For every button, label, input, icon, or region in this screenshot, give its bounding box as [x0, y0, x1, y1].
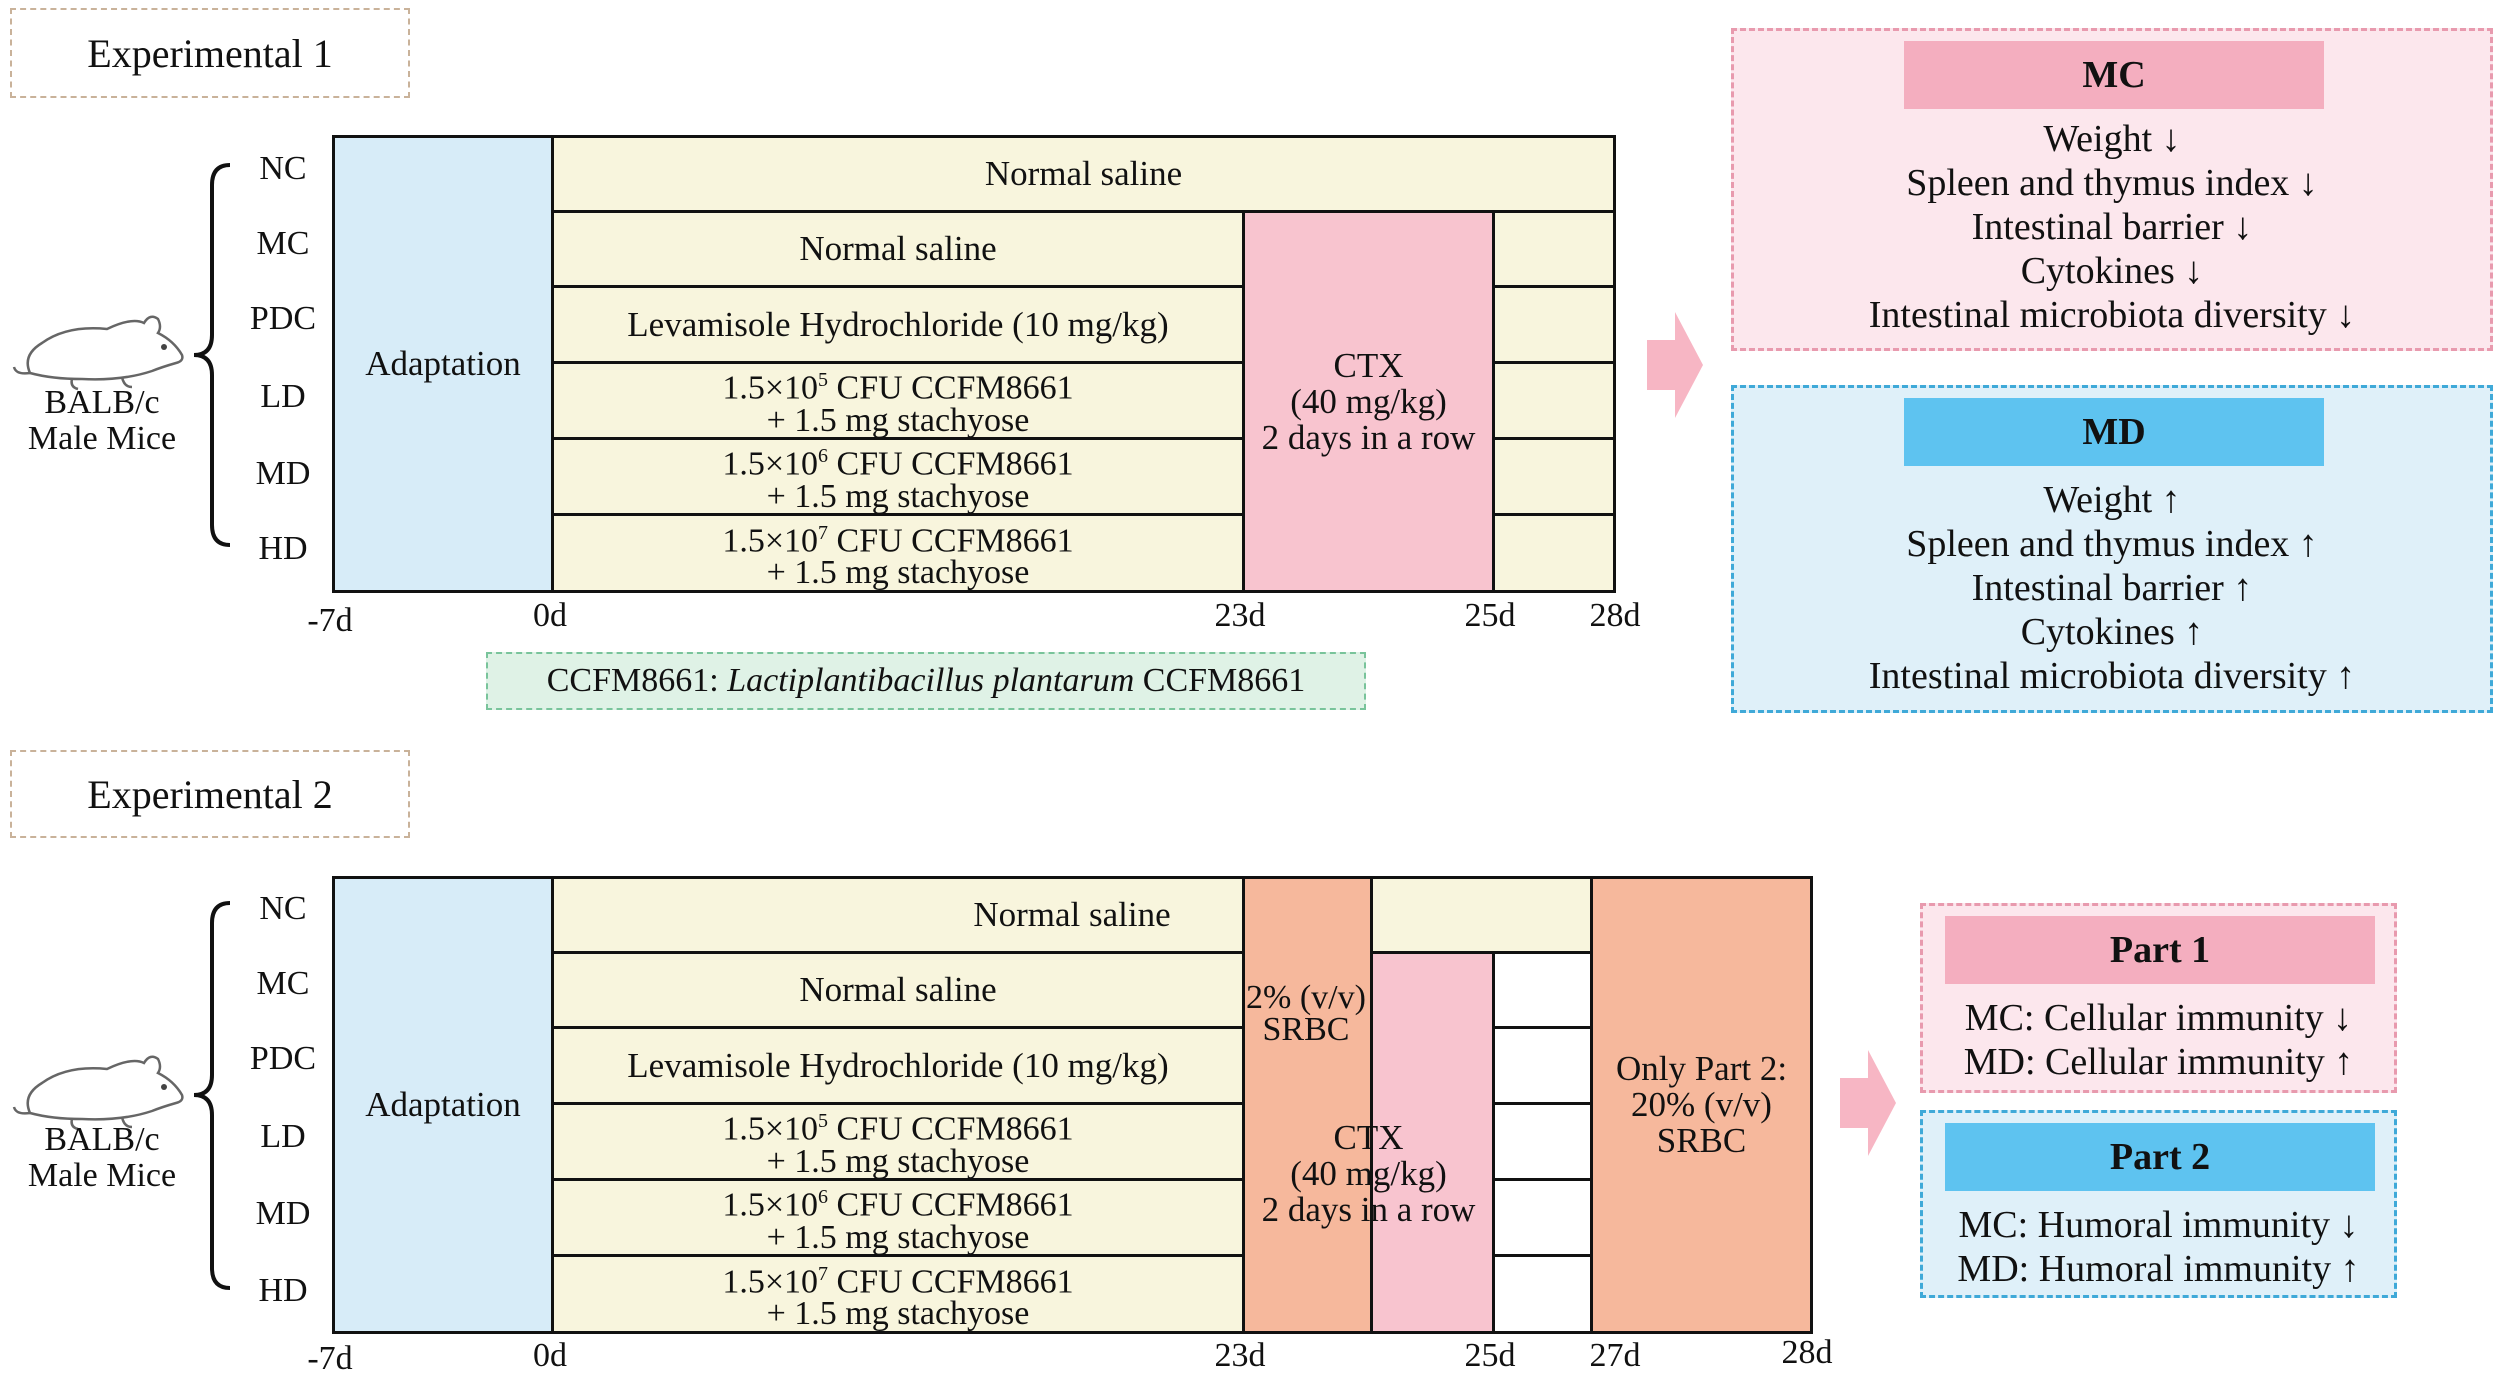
result-arrow-icon: [1840, 1050, 1896, 1156]
group-label-hd: HD: [258, 530, 308, 567]
group-brace: [193, 901, 231, 1290]
panel-md-title: MD: [1904, 398, 2324, 466]
panel-md: MD Weight ↑ Spleen and thymus index ↑ In…: [1731, 385, 2493, 713]
pdc-treatment: Levamisole Hydrochloride (10 mg/kg): [554, 288, 1242, 364]
group-label-md: MD: [255, 1195, 311, 1232]
group-label-mc: MC: [256, 965, 310, 1002]
mc-treatment: Normal saline: [554, 213, 1242, 288]
result-arrow-icon: [1647, 312, 1703, 418]
list-item: Spleen and thymus index ↑: [1906, 523, 2318, 565]
srbc-2pct-block: [1242, 879, 1370, 1331]
group-label-pdc: PDC: [249, 1040, 317, 1077]
panel-part2-title: Part 2: [1945, 1123, 2375, 1191]
tail-row-divider: [1495, 1254, 1590, 1257]
mouse-icon: [12, 315, 184, 391]
day-label: 25d: [1464, 1337, 1516, 1374]
tail-row-divider: [1495, 361, 1613, 364]
group-label-nc: NC: [259, 150, 307, 187]
list-item: Weight ↓: [2043, 118, 2181, 160]
day-label: 25d: [1464, 597, 1516, 634]
panel-part2: Part 2 MC: Humoral immunity ↓ MD: Humora…: [1920, 1110, 2397, 1298]
group-label-pdc: PDC: [249, 300, 317, 337]
day-label: 0d: [533, 1337, 567, 1374]
list-item: Intestinal microbiota diversity ↑: [1868, 655, 2356, 697]
list-item: MC: Humoral immunity ↓: [1958, 1204, 2359, 1246]
mouse-sex: Male Mice: [27, 420, 177, 457]
list-item: Weight ↑: [2043, 479, 2181, 521]
ctx-block: [1370, 951, 1495, 1331]
md-treatment: 1.5×106 CFU CCFM8661+ 1.5 mg stachyose: [554, 1181, 1242, 1257]
panel-md-list: Weight ↑ Spleen and thymus index ↑ Intes…: [1734, 478, 2490, 698]
panel-part1: Part 1 MC: Cellular immunity ↓ MD: Cellu…: [1920, 903, 2397, 1093]
tail-row-divider: [1495, 1102, 1590, 1105]
mouse-strain: BALB/c: [44, 384, 160, 421]
exp1-timeline: Adaptation Normal saline Normal saline L…: [332, 135, 1616, 593]
part2-srbc-block: Only Part 2:20% (v/v)SRBC: [1590, 879, 1810, 1331]
list-item: Cytokines ↓: [2020, 250, 2204, 292]
day-label: 27d: [1589, 1337, 1641, 1374]
day-label: -7d: [307, 602, 353, 639]
ld-treatment: 1.5×105 CFU CCFM8661+ 1.5 mg stachyose: [554, 364, 1242, 440]
list-item: Spleen and thymus index ↓: [1906, 162, 2318, 204]
list-item: MD: Cellular immunity ↑: [1963, 1041, 2354, 1083]
tail-row-divider: [1495, 437, 1613, 440]
md-treatment: 1.5×106 CFU CCFM8661+ 1.5 mg stachyose: [554, 440, 1242, 516]
group-label-ld: LD: [260, 1118, 306, 1155]
list-item: MD: Humoral immunity ↑: [1957, 1248, 2360, 1290]
adaptation-block: Adaptation: [335, 879, 554, 1331]
day-label: 23d: [1214, 1337, 1266, 1374]
ctx-block: CTX(40 mg/kg)2 days in a row: [1242, 213, 1495, 590]
group-label-ld: LD: [260, 378, 306, 415]
panel-mc-list: Weight ↓ Spleen and thymus index ↓ Intes…: [1734, 117, 2490, 337]
day-label: 28d: [1781, 1334, 1833, 1371]
tail-row-divider: [1495, 951, 1590, 954]
mc-treatment: Normal saline: [554, 954, 1242, 1029]
strain-note: CCFM8661: Lactiplantibacillus plantarum …: [486, 652, 1366, 710]
panel-part2-list: MC: Humoral immunity ↓ MD: Humoral immun…: [1923, 1203, 2394, 1291]
panel-part1-title: Part 1: [1945, 916, 2375, 984]
hd-treatment: 1.5×107 CFU CCFM8661+ 1.5 mg stachyose: [554, 1257, 1242, 1331]
tail-row-divider: [1495, 285, 1613, 288]
mouse-icon: [12, 1055, 184, 1131]
hd-treatment: 1.5×107 CFU CCFM8661+ 1.5 mg stachyose: [554, 516, 1242, 590]
list-item: Intestinal microbiota diversity ↓: [1868, 294, 2356, 336]
ctx-label: CTX(40 mg/kg)2 days in a row: [1261, 1118, 1476, 1229]
panel-part1-list: MC: Cellular immunity ↓ MD: Cellular imm…: [1923, 996, 2394, 1084]
group-label-md: MD: [255, 455, 311, 492]
nc-treatment: Normal saline: [554, 879, 1590, 954]
group-brace: [193, 163, 231, 547]
exp2-mouse-label: BALB/c Male Mice: [2, 1122, 202, 1194]
exp2-timeline: Adaptation Normal saline Normal saline L…: [332, 876, 1813, 1334]
srbc-2pct-label: 2% (v/v)SRBC: [1246, 979, 1366, 1048]
tail-row-divider: [1495, 1178, 1590, 1181]
tail-row-divider: [1495, 1026, 1590, 1029]
day-label: -7d: [307, 1340, 353, 1377]
group-label-nc: NC: [259, 890, 307, 927]
exp1-mouse-label: BALB/c Male Mice: [2, 385, 202, 457]
group-label-mc: MC: [256, 225, 310, 262]
adaptation-block: Adaptation: [335, 138, 554, 590]
nc-row-tail: [1370, 879, 1373, 954]
day-label: 0d: [533, 597, 567, 634]
mouse-strain: BALB/c: [44, 1121, 160, 1158]
list-item: Cytokines ↑: [2020, 611, 2204, 653]
group-label-hd: HD: [258, 1272, 308, 1309]
ld-treatment: 1.5×105 CFU CCFM8661+ 1.5 mg stachyose: [554, 1105, 1242, 1181]
list-item: MC: Cellular immunity ↓: [1964, 997, 2353, 1039]
panel-mc-title: MC: [1904, 41, 2324, 109]
mouse-sex: Male Mice: [27, 1157, 177, 1194]
day-label: 28d: [1589, 597, 1641, 634]
exp1-title: Experimental 1: [10, 8, 410, 98]
list-item: Intestinal barrier ↑: [1971, 567, 2253, 609]
pdc-treatment: Levamisole Hydrochloride (10 mg/kg): [554, 1029, 1242, 1105]
tail-row-divider: [1495, 513, 1613, 516]
exp2-title: Experimental 2: [10, 750, 410, 838]
day-label: 23d: [1214, 597, 1266, 634]
panel-mc: MC Weight ↓ Spleen and thymus index ↓ In…: [1731, 28, 2493, 351]
nc-treatment: Normal saline: [554, 138, 1613, 213]
list-item: Intestinal barrier ↓: [1971, 206, 2253, 248]
